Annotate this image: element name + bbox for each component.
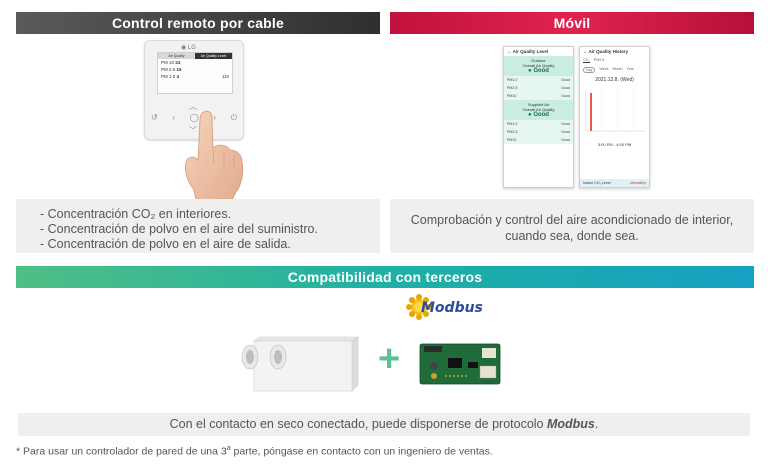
left-arrow-icon: ‹ bbox=[172, 113, 176, 122]
ventilation-unit-image bbox=[241, 336, 359, 392]
list-item: - Concentración CO₂ en interiores. bbox=[40, 207, 232, 221]
footnote: * Para usar un controlador de pared de u… bbox=[16, 445, 493, 458]
phone2-subtabs: CO₂ PM2.5 bbox=[583, 58, 605, 63]
phone2-time-range: 3:00 PM - 4:00 PM bbox=[597, 142, 632, 147]
remote-screen: Air Quality Air Quality Level PM 10 24 P… bbox=[157, 52, 233, 94]
phone1-title: ← Air Quality Level bbox=[504, 47, 573, 56]
outdoor-block: Outdoor Overall Air Quality ● Good bbox=[504, 56, 573, 76]
remote-screen-row: PM 2.5 15 bbox=[161, 67, 182, 72]
wired-remote-controller: ◉ LG Air Quality Air Quality Level PM 10… bbox=[144, 40, 244, 140]
plus-icon: + bbox=[378, 338, 401, 380]
list-item: - Concentración de polvo en el aire del … bbox=[40, 222, 318, 236]
ok-button-icon: ◯ bbox=[189, 113, 199, 122]
phone2-date: 2021.12.8. (Wed) bbox=[595, 77, 634, 83]
remote-section-header: Control remoto por cable bbox=[16, 12, 380, 34]
supplied-block: Supplied Air Overall Air Quality ● Good bbox=[504, 100, 573, 120]
down-arrow-icon: ﹀ bbox=[189, 126, 197, 135]
phone-air-quality-level: ← Air Quality Level Outdoor Overall Air … bbox=[503, 46, 574, 188]
right-arrow-icon: › bbox=[213, 113, 216, 122]
mobile-info-panel: Comprobación y control del aire acondici… bbox=[390, 199, 754, 253]
contact-text: Con el contacto en seco conectado, puede… bbox=[169, 417, 547, 431]
phone2-period-tabs: Day Week Month Year bbox=[580, 65, 649, 75]
remote-screen-tab-active: Air Quality Level bbox=[195, 53, 232, 59]
mobile-section-header: Móvil bbox=[390, 12, 754, 34]
power-icon: ⏻ bbox=[230, 113, 237, 122]
history-chart bbox=[585, 89, 646, 132]
back-icon: ↺ bbox=[151, 113, 158, 122]
remote-info-panel: - Concentración CO₂ en interiores. - Con… bbox=[16, 199, 380, 253]
contact-modbus-bold: Modbus bbox=[546, 417, 595, 431]
pointing-hand-image bbox=[185, 110, 244, 200]
lg-logo: ◉ LG bbox=[181, 45, 196, 51]
modbus-logo-icon bbox=[406, 294, 432, 320]
phone2-title: ← Air Quality History bbox=[580, 47, 649, 56]
remote-screen-tab: Air Quality bbox=[168, 54, 185, 58]
mobile-description: Comprobación y control del aire acondici… bbox=[410, 213, 734, 243]
list-item: - Concentración de polvo en el aire de s… bbox=[40, 237, 291, 251]
compat-section-header: Compatibilidad con terceros bbox=[16, 266, 754, 288]
remote-screen-row: PM 10 24 bbox=[161, 60, 181, 65]
phone2-footer: Indoor CO₂ Level Unhealthy bbox=[580, 179, 649, 187]
modbus-contact-panel: Con el contacto en seco conectado, puede… bbox=[18, 413, 750, 436]
contact-suffix: . bbox=[594, 417, 599, 431]
phone-air-quality-history: ← Air Quality History CO₂ PM2.5 Day Week… bbox=[579, 46, 650, 188]
modbus-logo-text: Modbus bbox=[421, 300, 483, 316]
up-arrow-icon: ︿ bbox=[189, 102, 197, 111]
circuit-board-image bbox=[419, 343, 501, 385]
remote-screen-row: PM 1.0 4 110 bbox=[161, 74, 229, 79]
